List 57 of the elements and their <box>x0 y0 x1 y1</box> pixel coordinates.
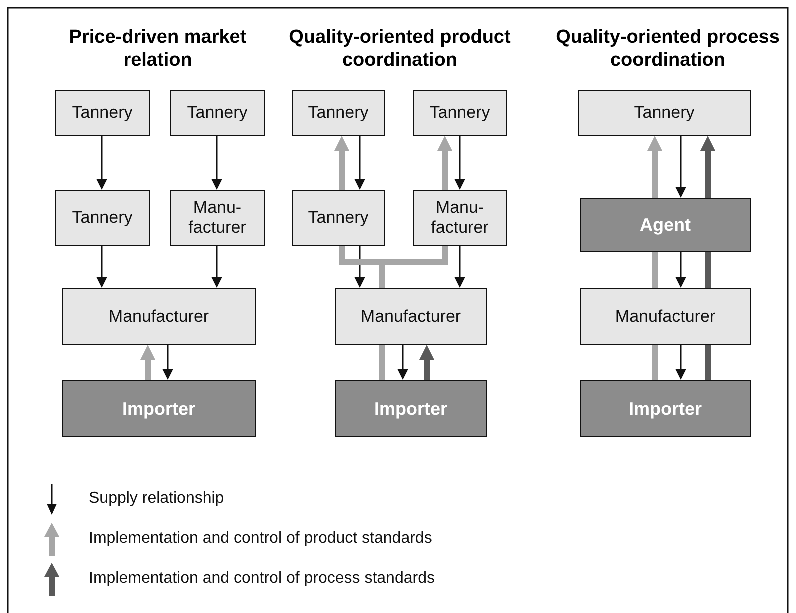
arrow <box>454 246 466 288</box>
legend-label: Implementation and control of product standards <box>89 530 432 548</box>
legend-label: Supply relationship <box>89 490 224 508</box>
box-label: Tannery <box>72 208 133 228</box>
box-label: Tannery <box>308 208 369 228</box>
process-box <box>62 288 256 345</box>
process-box <box>170 90 265 136</box>
process-box <box>170 190 265 246</box>
process-box <box>335 288 487 345</box>
arrow <box>212 246 222 288</box>
arrow <box>676 136 686 198</box>
box-label: Manufacturer <box>108 306 210 326</box>
column-heading: Quality-oriented process coordination <box>555 26 781 72</box>
box-label: Tannery <box>634 103 695 123</box>
process-box <box>580 288 751 345</box>
column-heading: Quality-oriented product coordination <box>288 26 512 72</box>
process-box <box>413 90 507 136</box>
arrow <box>676 252 686 288</box>
arrow <box>212 136 222 190</box>
process-box <box>55 90 150 136</box>
arrow <box>354 246 366 288</box>
thick-arrow <box>648 136 662 198</box>
box-label: Importer <box>122 398 196 418</box>
thick-arrow <box>438 136 452 190</box>
arrow <box>96 246 108 288</box>
box-label: Importer <box>374 398 448 418</box>
thick-arrow <box>334 136 350 190</box>
box-label: Tannery <box>187 103 248 123</box>
highlighted-box <box>62 380 256 437</box>
box-label: Manufacturer <box>360 306 462 326</box>
thick-arrow <box>420 345 434 380</box>
highlighted-box <box>580 380 751 437</box>
process-box <box>292 190 385 246</box>
legend-label: Implementation and control of process standards <box>89 570 435 588</box>
process-box <box>292 90 385 136</box>
process-box <box>578 90 751 136</box>
process-box <box>413 190 507 246</box>
box-label: Tannery <box>72 103 133 123</box>
arrow <box>398 345 408 380</box>
arrow <box>454 136 466 190</box>
box-label: Manu- facturer <box>430 198 490 238</box>
column-heading: Price-driven market relation <box>68 26 248 72</box>
box-label: Agent <box>640 215 691 235</box>
process-box <box>55 190 150 246</box>
box-label: Manufacturer <box>615 306 716 326</box>
box-label: Manu- facturer <box>188 198 248 238</box>
arrow <box>162 345 174 380</box>
arrow <box>354 136 366 190</box>
thick-arrow <box>700 136 716 198</box>
highlighted-box <box>335 380 487 437</box>
thick-arrow <box>140 345 156 380</box>
box-label: Importer <box>628 398 702 418</box>
arrow <box>96 136 108 190</box>
box-label: Tannery <box>308 103 369 123</box>
highlighted-box <box>580 198 751 252</box>
box-label: Tannery <box>430 103 490 123</box>
arrow <box>676 345 686 380</box>
